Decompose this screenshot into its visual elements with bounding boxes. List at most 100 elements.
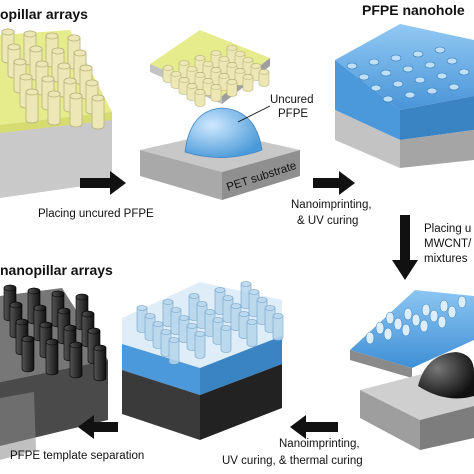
master-pillar-top [67, 34, 81, 42]
uncured-pointer-line [237, 105, 271, 123]
stamp-pillar-top [242, 57, 254, 63]
inverted-hole [385, 311, 395, 325]
master-pillar-top [7, 43, 21, 51]
ghost-pillar-top [196, 301, 208, 307]
arrow-right-1 [80, 171, 126, 195]
stamp-pillar-top [234, 51, 246, 57]
master-pillar-top [45, 32, 59, 40]
label-uncured: Uncured [270, 94, 313, 106]
master-pillar-top [85, 79, 99, 87]
black-pillar-top [81, 310, 95, 318]
inverted-hole [437, 315, 447, 329]
stamp-pillar-top [226, 45, 238, 51]
black-pillar-top [87, 327, 101, 335]
stamp-pillar-top [202, 78, 214, 84]
stamp-pillar-top [194, 72, 206, 78]
ghost-pillar-top [162, 299, 174, 305]
template-substrate-front [335, 110, 400, 168]
nanohole [414, 76, 426, 84]
master-pillar-top [19, 73, 33, 81]
stamp-pillar-top [258, 69, 270, 75]
nanohole [392, 80, 404, 88]
ghost-pillar-top [220, 325, 232, 331]
black-pillars [3, 284, 107, 382]
ghost-pillar-top [194, 331, 206, 337]
stamp-pillar-top [218, 73, 230, 79]
black-pillar-top [63, 324, 77, 332]
black-pillar-top [9, 301, 23, 309]
nanohole [446, 57, 458, 65]
ghost-pillar-top [152, 321, 164, 327]
title-bottom-left: nanopillar arrays [0, 262, 113, 278]
black-pillar-top [57, 307, 71, 315]
stamp-pillar-top [226, 79, 238, 85]
black-pillar-top [21, 335, 35, 343]
master-pillar-top [29, 45, 43, 53]
arrows [78, 171, 418, 439]
ghost-pillar-top [144, 313, 156, 319]
ghost-pillar-top [178, 315, 190, 321]
black-pillar-top [39, 321, 53, 329]
ghost-pillar-top [214, 287, 226, 293]
master-pillar-top [41, 75, 55, 83]
arrow-right-2 [313, 171, 355, 195]
nanohole [436, 72, 448, 80]
nanoholes [346, 46, 470, 103]
black-pillar-top [93, 344, 107, 352]
stamp-pillar-top [210, 84, 222, 90]
stamp-pillar-top [210, 50, 222, 56]
black-pillar-top [27, 287, 41, 295]
nanohole [370, 84, 382, 92]
ghost-pillar-top [238, 311, 250, 317]
filled-pfpe-front [122, 344, 200, 395]
stamp-pillar-top [226, 62, 238, 68]
ghost-pillar-top [240, 281, 252, 287]
stamp-pillar-top [178, 77, 190, 83]
pet-substrate-side [222, 150, 300, 200]
black-pillar-top [33, 304, 47, 312]
stamp-pillar-top [186, 83, 198, 89]
master-pillar-top [69, 92, 83, 100]
stamp-pillar-top [202, 61, 214, 67]
ghost-pillar-top [212, 317, 224, 323]
pfpe-nanohole-template [335, 24, 474, 168]
stamp-pillar-top [218, 56, 230, 62]
mwcnt-nanopillar-block [0, 284, 108, 460]
inverted-hole [365, 331, 375, 345]
title-top-right: PFPE nanohole [362, 2, 465, 18]
inverted-hole [447, 305, 457, 319]
stamp-pillar-top [178, 60, 190, 66]
black-pillar-top [45, 338, 59, 346]
pet-substrate-front [140, 150, 222, 200]
arrow-down [392, 215, 418, 280]
stamp-pillar-top [194, 89, 206, 95]
black-pillar-top [15, 318, 29, 326]
master-pillar-top [23, 30, 37, 38]
stamp-pillar-top [242, 74, 254, 80]
inverted-hole [421, 303, 431, 317]
master-pillar-top [79, 64, 93, 72]
nanohole [368, 58, 380, 66]
stamp-pillar-top [250, 63, 262, 69]
nanohole [404, 91, 416, 99]
arrow-left-2 [78, 415, 118, 439]
ghost-pillar-top [204, 309, 216, 315]
nanohole [382, 95, 394, 103]
uncured-pfpe-droplet [184, 107, 263, 158]
ghost-pillar-top [222, 295, 234, 301]
caption-step5: PFPE template separation [10, 450, 144, 462]
master-pillar-top [25, 88, 39, 96]
caption-step4-line2: UV curing, & thermal curing [222, 455, 363, 467]
master-pillars [1, 28, 105, 130]
ghost-pillar-top [186, 323, 198, 329]
master-pillar-top [47, 90, 61, 98]
mwcnt-droplet [418, 352, 474, 399]
nanohole [434, 46, 446, 54]
ghost-pillar-top [230, 303, 242, 309]
ghost-pillar-top [248, 289, 260, 295]
label-pfpe: PFPE [278, 108, 308, 120]
transparent-pillars [136, 281, 284, 365]
mold-front-face [0, 112, 112, 198]
title-top-left: opillar arrays [0, 6, 88, 22]
